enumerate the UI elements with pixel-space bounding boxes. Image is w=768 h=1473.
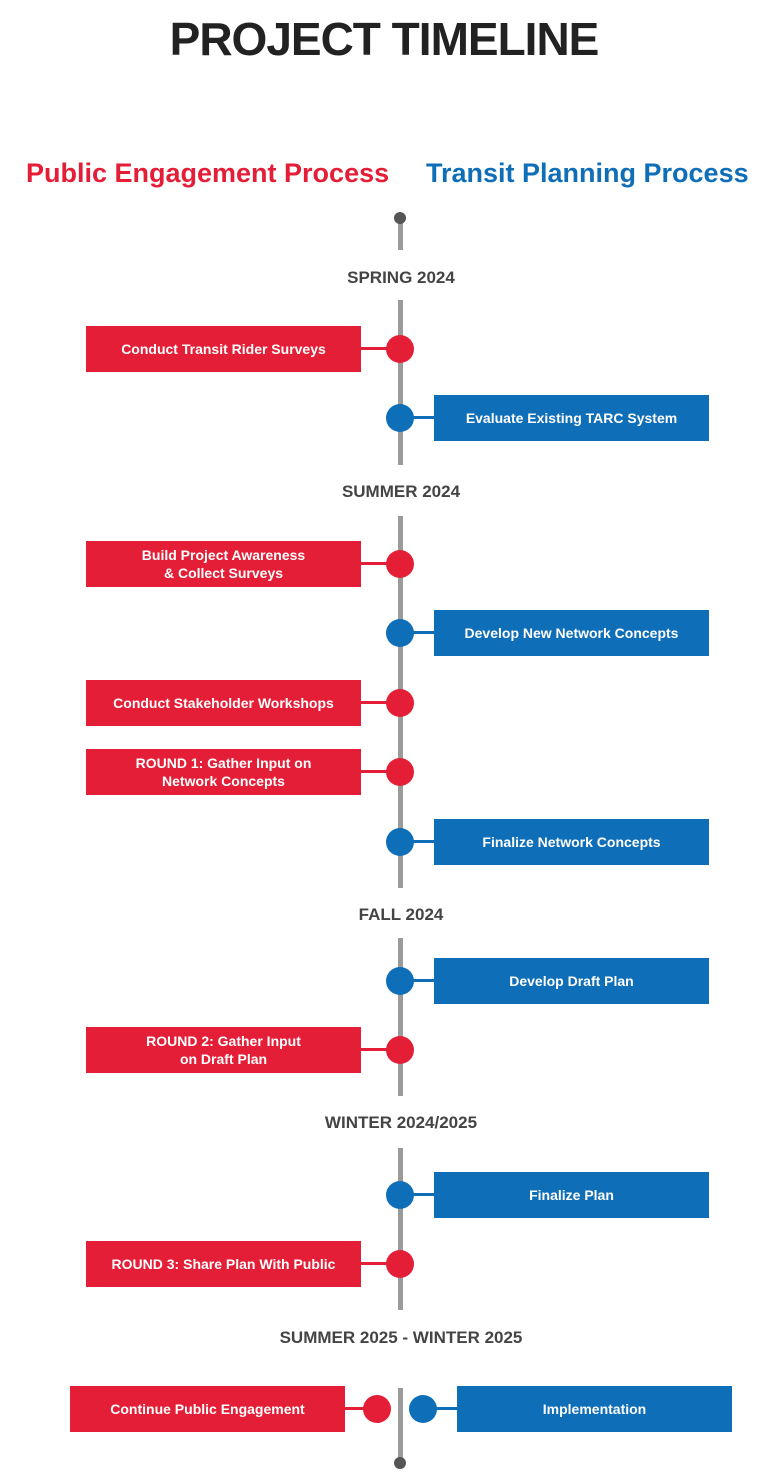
timeline-axis-segment [398, 1148, 403, 1310]
step-box-transit: Implementation [457, 1386, 732, 1432]
step-connector [436, 1407, 458, 1410]
step-connector [361, 1262, 387, 1265]
phase-label-winter-2024-2025: WINTER 2024/2025 [324, 1113, 478, 1132]
phase-label-summer-2024: SUMMER 2024 [341, 482, 461, 501]
step-connector [361, 347, 387, 350]
step-box-public: ROUND 2: Gather Input on Draft Plan [86, 1027, 361, 1073]
step-connector [345, 1407, 365, 1410]
milestone-dot-transit [386, 828, 414, 856]
step-box-public: ROUND 3: Share Plan With Public [86, 1241, 361, 1287]
step-connector [361, 562, 387, 565]
phase-label-fall-2024: FALL 2024 [358, 905, 444, 924]
step-connector [413, 840, 435, 843]
milestone-dot-public [386, 335, 414, 363]
step-box-transit: Evaluate Existing TARC System [434, 395, 709, 441]
timeline-axis-segment [398, 300, 403, 465]
step-connector [413, 631, 435, 634]
milestone-dot-public [386, 1036, 414, 1064]
step-box-public: Conduct Transit Rider Surveys [86, 326, 361, 372]
step-box-transit: Develop New Network Concepts [434, 610, 709, 656]
milestone-dot-transit [386, 404, 414, 432]
phase-label-summer-winter-2025: SUMMER 2025 - WINTER 2025 [279, 1328, 523, 1347]
milestone-dot-transit [409, 1395, 437, 1423]
step-connector [413, 416, 435, 419]
timeline-axis-segment [398, 222, 403, 250]
milestone-dot-public [386, 689, 414, 717]
page-title: PROJECT TIMELINE [169, 13, 600, 65]
step-box-public: ROUND 1: Gather Input on Network Concept… [86, 749, 361, 795]
timeline-start-cap [394, 212, 406, 224]
step-connector [361, 1048, 387, 1051]
step-box-transit: Finalize Network Concepts [434, 819, 709, 865]
step-connector [413, 979, 435, 982]
milestone-dot-public [386, 550, 414, 578]
step-connector [361, 701, 387, 704]
milestone-dot-transit [386, 1181, 414, 1209]
timeline-axis-segment [398, 1388, 403, 1458]
milestone-dot-transit [386, 967, 414, 995]
step-connector [361, 770, 387, 773]
milestone-dot-public [386, 1250, 414, 1278]
phase-label-spring-2024: SPRING 2024 [347, 268, 455, 287]
milestone-dot-public [386, 758, 414, 786]
step-box-transit: Develop Draft Plan [434, 958, 709, 1004]
milestone-dot-transit [386, 619, 414, 647]
timeline-end-cap [394, 1457, 406, 1469]
timeline-axis-segment [398, 938, 403, 1096]
step-box-public: Build Project Awareness & Collect Survey… [86, 541, 361, 587]
step-box-transit: Finalize Plan [434, 1172, 709, 1218]
step-box-public: Continue Public Engagement [70, 1386, 345, 1432]
step-box-public: Conduct Stakeholder Workshops [86, 680, 361, 726]
step-connector [413, 1193, 435, 1196]
public-engagement-heading: Public Engagement Process [26, 158, 390, 188]
transit-planning-heading: Transit Planning Process [426, 158, 749, 188]
milestone-dot-public [363, 1395, 391, 1423]
